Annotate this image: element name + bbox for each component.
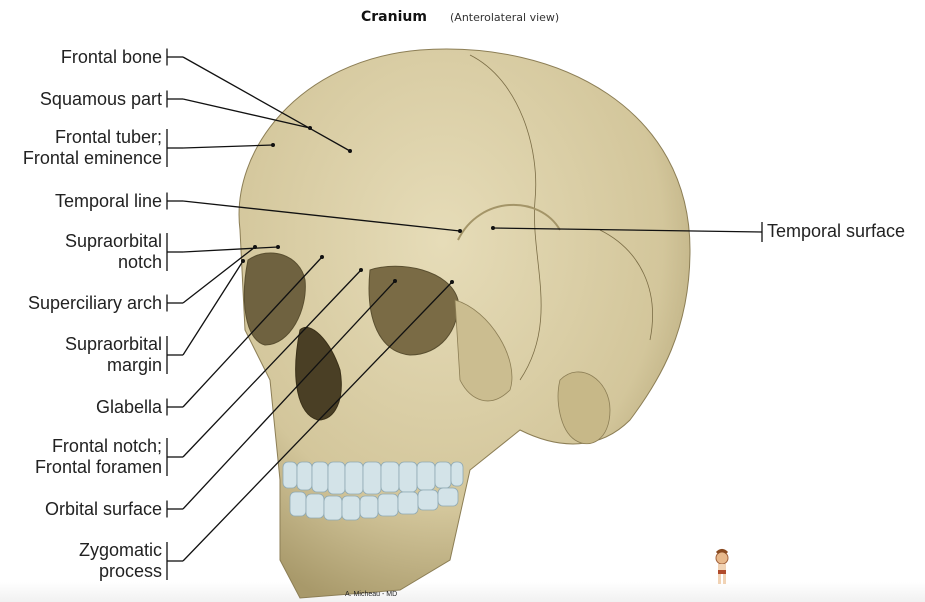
label-frontal-tuber-frontal-eminence: Frontal tuber;Frontal eminence: [22, 127, 162, 168]
leader-dot: [276, 245, 280, 249]
leader-line: [492, 227, 763, 233]
label-frontal-bone: Frontal bone: [60, 46, 162, 67]
label-temporal-surface: Temporal surface: [767, 221, 906, 241]
label-frontal-notch-frontal-foramen: Frontal notch;Frontal foramen: [34, 436, 162, 477]
leader-dot: [359, 268, 363, 272]
leader-line: [182, 144, 274, 149]
leader-dot: [253, 245, 257, 249]
label-orbital-surface: Orbital surface: [44, 498, 162, 519]
leader-dot: [491, 226, 495, 230]
teeth: [282, 461, 464, 521]
artist-signature: A. Micheau - MD: [345, 591, 398, 598]
leader-line: [182, 269, 362, 458]
label-temporal-line: Temporal line: [54, 190, 162, 211]
leader-line: [182, 246, 279, 253]
label-brackets: [166, 48, 763, 580]
leader-dot: [393, 279, 397, 283]
diagram-subtitle: (Anterolateral view): [450, 11, 560, 24]
leader-line: [182, 281, 453, 562]
leader-lines: [167, 56, 763, 562]
leader-dot: [241, 259, 245, 263]
footer-bar: [0, 582, 925, 602]
skull: [238, 48, 691, 599]
child-figure-icon: [715, 549, 729, 584]
leader-line: [182, 246, 256, 304]
leader-dot: [320, 255, 324, 259]
leader-dot: [348, 149, 352, 153]
leader-dots: [241, 126, 495, 284]
label-glabella: Glabella: [95, 396, 162, 417]
leader-dot: [271, 143, 275, 147]
leader-dot: [308, 126, 312, 130]
leader-dot: [450, 280, 454, 284]
diagram-title: Cranium: [361, 9, 427, 25]
label-squamous-part: Squamous part: [39, 88, 162, 109]
leader-line: [182, 260, 244, 356]
label-superciliary-arch: Superciliary arch: [27, 292, 162, 313]
leader-dot: [458, 229, 462, 233]
leader-line: [182, 98, 311, 129]
leader-line: [182, 200, 461, 232]
leader-line: [182, 56, 351, 152]
leader-line: [182, 280, 396, 510]
leader-line: [182, 256, 323, 408]
